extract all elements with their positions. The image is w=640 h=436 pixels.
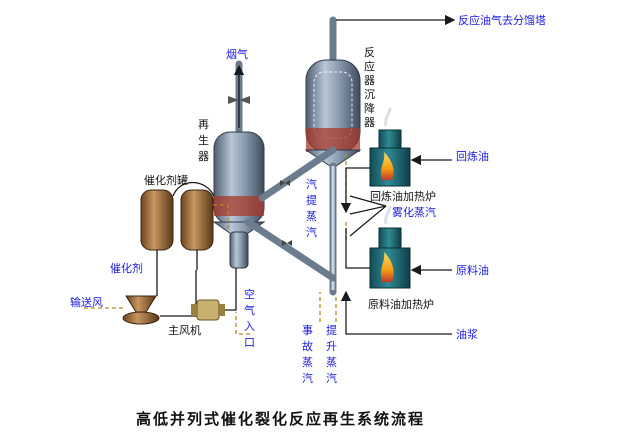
svg-text:器: 器: [364, 116, 375, 129]
svg-text:应: 应: [364, 59, 375, 73]
feed-oil-heater: [345, 205, 452, 289]
label-flue-gas: 烟气: [226, 47, 248, 61]
svg-text:汽: 汽: [326, 371, 337, 385]
label-atomizing-steam: 雾化蒸汽: [392, 205, 436, 219]
label-air-inlet-1: 空: [244, 287, 255, 301]
svg-text:汽: 汽: [306, 225, 317, 239]
svg-text:器: 器: [198, 150, 209, 163]
label-catalyst: 催化剂: [110, 261, 143, 275]
label-catalyst-tank: 催化剂罐: [144, 173, 188, 187]
label-reactor-settler-1: 反: [364, 46, 375, 59]
flame-icon: [380, 252, 394, 282]
svg-text:器: 器: [364, 74, 375, 87]
regenerator: [212, 60, 266, 269]
label-stripping-steam-1: 汽: [306, 177, 317, 191]
svg-text:蒸: 蒸: [326, 356, 337, 369]
label-regenerator-1: 再: [198, 118, 209, 131]
svg-text:蒸: 蒸: [302, 356, 313, 369]
svg-text:故: 故: [302, 339, 313, 353]
label-feed-oil: 原料油: [456, 263, 489, 277]
transfer-pipes: [244, 146, 337, 282]
bottom-steam-lines: [319, 292, 337, 322]
slurry-oil-line: [340, 290, 452, 335]
catalyst-tanks: [140, 182, 229, 278]
label-feed-oil-heater: 原料油加热炉: [368, 297, 434, 311]
label-slurry-oil: 油浆: [456, 327, 478, 341]
svg-text:生: 生: [198, 133, 209, 147]
label-transport-air: 输送风: [70, 295, 103, 309]
label-recycle-oil: 回炼油: [456, 149, 489, 163]
catalyst-feeder: [84, 270, 197, 325]
svg-text:入: 入: [244, 320, 255, 333]
svg-text:升: 升: [326, 340, 337, 353]
flue-gas-valve-icon: [228, 96, 250, 104]
svg-text:降: 降: [364, 101, 375, 115]
label-to-fractionator: 反应油气去分馏塔: [458, 13, 546, 27]
label-recycle-oil-heater: 回炼油加热炉: [370, 189, 436, 203]
svg-text:口: 口: [244, 336, 255, 349]
atomizing-steam-leaders: [349, 195, 387, 237]
label-emergency-steam-1: 事: [302, 324, 313, 337]
svg-text:沉: 沉: [364, 88, 375, 101]
label-lift-steam-1: 提: [326, 324, 337, 337]
flame-icon: [380, 152, 394, 180]
svg-text:气: 气: [244, 303, 255, 317]
svg-text:提: 提: [306, 194, 317, 207]
diagram-title: 高低并列式催化裂化反应再生系统流程: [136, 410, 425, 428]
label-main-blower: 主风机: [168, 323, 201, 337]
svg-text:汽: 汽: [302, 371, 313, 385]
slide-valve-icon: [280, 180, 290, 186]
recycle-oil-heater: [345, 107, 452, 200]
main-blower: [191, 268, 250, 335]
slide-valve-icon: [282, 240, 292, 246]
svg-text:蒸: 蒸: [306, 210, 317, 223]
